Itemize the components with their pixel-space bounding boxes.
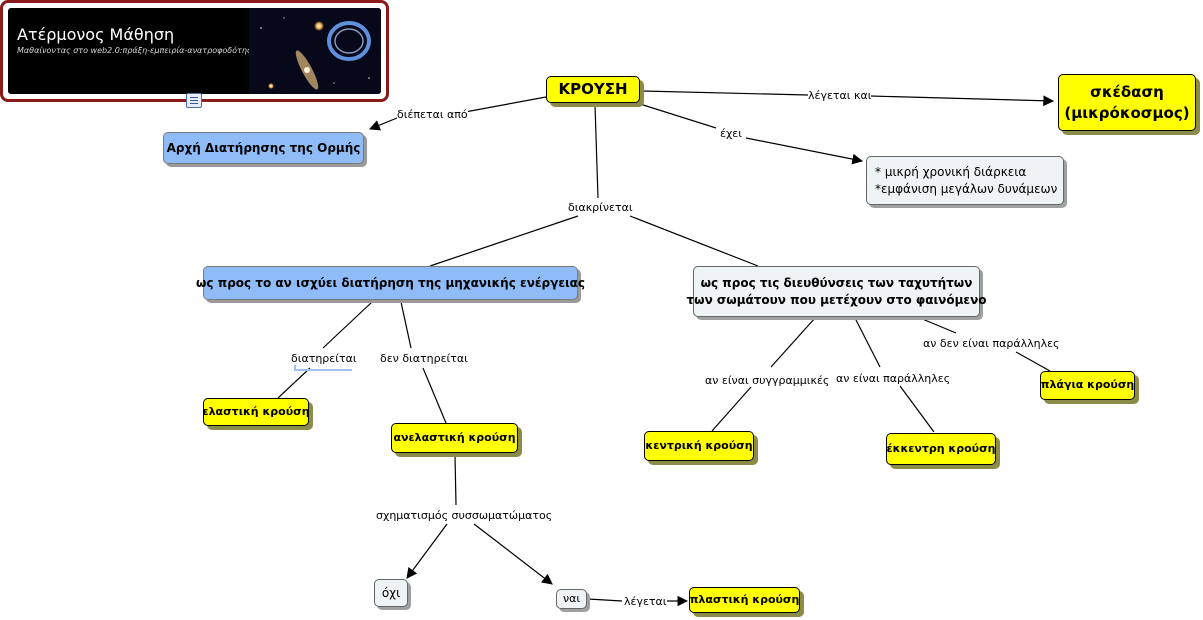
link-den-diatireitai: δεν διατηρείται bbox=[380, 352, 468, 366]
link-den-parallliles: αν δεν είναι παράλληλες bbox=[923, 337, 1060, 351]
link-syggrammikes: αν είναι συγγραμμικές bbox=[705, 374, 830, 388]
concept-anelastiki-krousi[interactable]: ανελαστική κρούση bbox=[391, 423, 518, 453]
dieythynseis-line2: των σωμάτουν που μετέχουν στο φαινόμενο bbox=[686, 292, 987, 307]
concept-krousi[interactable]: ΚΡΟΥΣΗ bbox=[546, 76, 640, 103]
concept-plagia-krousi[interactable]: πλάγια κρούση bbox=[1040, 371, 1135, 400]
banner-image: Ατέρμονος Μάθηση Μαθαίνοντας στο web2.0:… bbox=[8, 8, 381, 94]
xaraktiristika-line2: *εμφάνιση μεγάλων δυνάμεων bbox=[875, 181, 1058, 196]
concept-dieythynseis-taxytiton[interactable]: ως προς τις διευθύνσεις των ταχυτήτων τω… bbox=[686, 266, 987, 317]
dieythynseis-line1: ως προς τις διευθύνσεις των ταχυτήτων bbox=[700, 276, 973, 291]
concept-elastiki-krousi[interactable]: ελαστική κρούση bbox=[202, 398, 310, 426]
galaxy-image bbox=[249, 8, 381, 94]
link-exei: έχει bbox=[720, 127, 742, 141]
concept-oxi[interactable]: όχι bbox=[374, 579, 408, 607]
concept-kentriki-krousi[interactable]: κεντρική κρούση bbox=[644, 431, 754, 461]
xaraktiristika-line1: * μικρή χρονική διάρκεια bbox=[875, 165, 1027, 180]
concept-arxi-diatirisis-ormis[interactable]: Αρχή Διατήρησης της Ορμής bbox=[163, 132, 364, 164]
concept-nai[interactable]: ναι bbox=[556, 589, 587, 609]
banner-title: Ατέρμονος Μάθηση bbox=[17, 25, 175, 44]
document-icon[interactable] bbox=[186, 93, 202, 108]
concept-plastiki-krousi[interactable]: πλαστική κρούση bbox=[689, 587, 800, 613]
selection-marker bbox=[294, 365, 352, 371]
link-sximatismos-sysomatomatos: σχηματισμός συσσωματώματος bbox=[376, 509, 553, 523]
banner-subtitle: Μαθαίνοντας στο web2.0:πράξη-εμπειρία-αν… bbox=[17, 46, 302, 55]
concept-ekkentri-krousi[interactable]: έκκεντρη κρούση bbox=[886, 433, 996, 465]
concept-diatirisi-energeias[interactable]: ως προς το αν ισχύει διατήρηση της μηχαν… bbox=[196, 266, 585, 300]
link-parallliles: αν είναι παράλληλες bbox=[836, 372, 951, 386]
link-diakrinetai: διακρίνεται bbox=[568, 201, 633, 215]
link-diatireitai: διατηρείται bbox=[291, 352, 357, 366]
concept-skedasi[interactable]: σκέδαση (μικρόκοσμος) bbox=[1058, 74, 1196, 131]
concept-skedasi-line2: (μικρόκοσμος) bbox=[1064, 103, 1190, 122]
link-legetai-kai: λέγεται και bbox=[808, 89, 872, 103]
link-legetai: λέγεται bbox=[624, 595, 667, 609]
blog-banner[interactable]: Ατέρμονος Μάθηση Μαθαίνοντας στο web2.0:… bbox=[0, 0, 389, 102]
concept-xaraktiristika[interactable]: * μικρή χρονική διάρκεια *εμφάνιση μεγάλ… bbox=[866, 156, 1064, 205]
concept-skedasi-line1: σκέδαση bbox=[1090, 83, 1164, 102]
link-dieketai-apo: διέπεται από bbox=[397, 108, 468, 122]
